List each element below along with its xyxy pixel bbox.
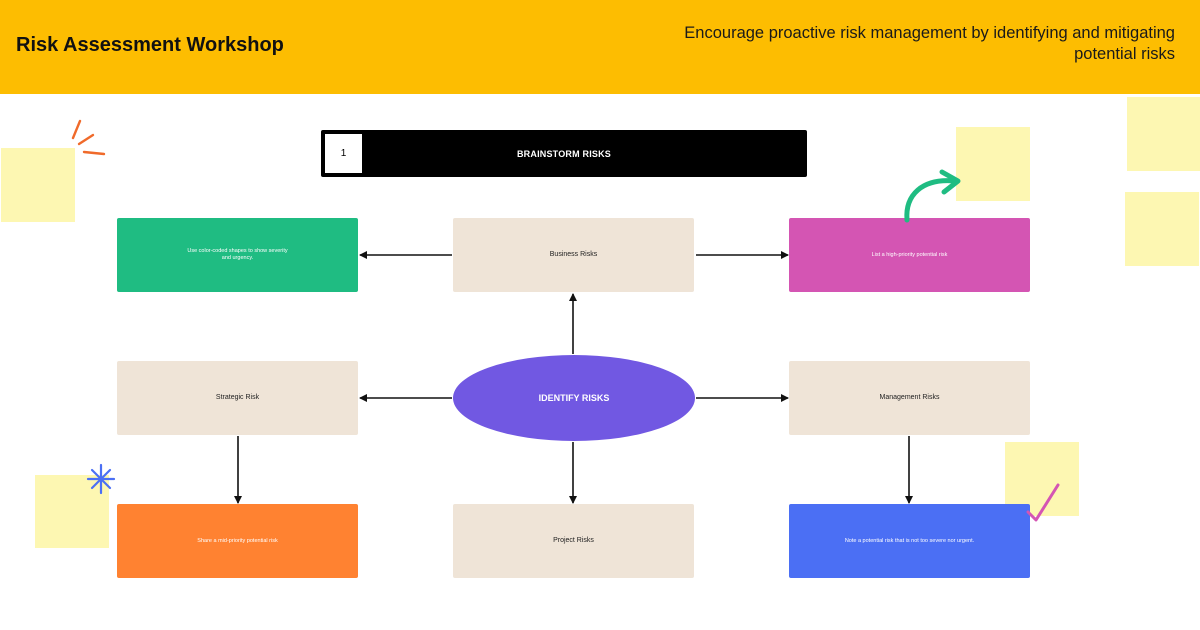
stage-number: 1 — [325, 134, 362, 173]
blue-note-box[interactable]: Note a potential risk that is not too se… — [789, 504, 1030, 578]
page-title: Risk Assessment Workshop — [16, 34, 284, 56]
pink-note-box[interactable]: List a high-priority potential risk — [789, 218, 1030, 292]
business-risks-label: Business Risks — [549, 251, 598, 258]
pink-note-text: List a high-priority potential risk — [871, 251, 948, 258]
stage-bar[interactable]: BRAINSTORM RISKS 1 — [321, 130, 807, 177]
sticky-note-left-top[interactable] — [1, 148, 75, 222]
management-risks-label: Management Risks — [879, 394, 940, 401]
green-note-text: Use color-coded shapes to show severity … — [187, 248, 288, 261]
project-risks-label: Project Risks — [553, 537, 594, 544]
stage-title: BRAINSTORM RISKS — [516, 148, 612, 159]
sticky-note-right-2[interactable] — [1125, 192, 1199, 266]
business-risks-box[interactable]: Business Risks — [453, 218, 694, 292]
management-risks-box[interactable]: Management Risks — [789, 361, 1030, 435]
project-risks-box[interactable]: Project Risks — [453, 504, 694, 578]
green-note-box[interactable]: Use color-coded shapes to show severity … — [117, 218, 358, 292]
identify-risks-ellipse[interactable]: IDENTIFY RISKS — [453, 355, 695, 441]
sticky-note-top[interactable] — [956, 127, 1030, 201]
blue-note-text: Note a potential risk that is not too se… — [844, 537, 975, 544]
strategic-risk-box[interactable]: Strategic Risk — [117, 361, 358, 435]
orange-note-text: Share a mid-priority potential risk — [197, 537, 278, 544]
header-banner: Risk Assessment Workshop Encourage proac… — [0, 0, 1200, 94]
orange-note-box[interactable]: Share a mid-priority potential risk — [117, 504, 358, 578]
sticky-note-right-1[interactable] — [1127, 97, 1200, 171]
identify-risks-label: IDENTIFY RISKS — [538, 393, 610, 403]
page-subtitle: Encourage proactive risk management by i… — [684, 24, 1175, 63]
strategic-risk-label: Strategic Risk — [215, 394, 260, 401]
